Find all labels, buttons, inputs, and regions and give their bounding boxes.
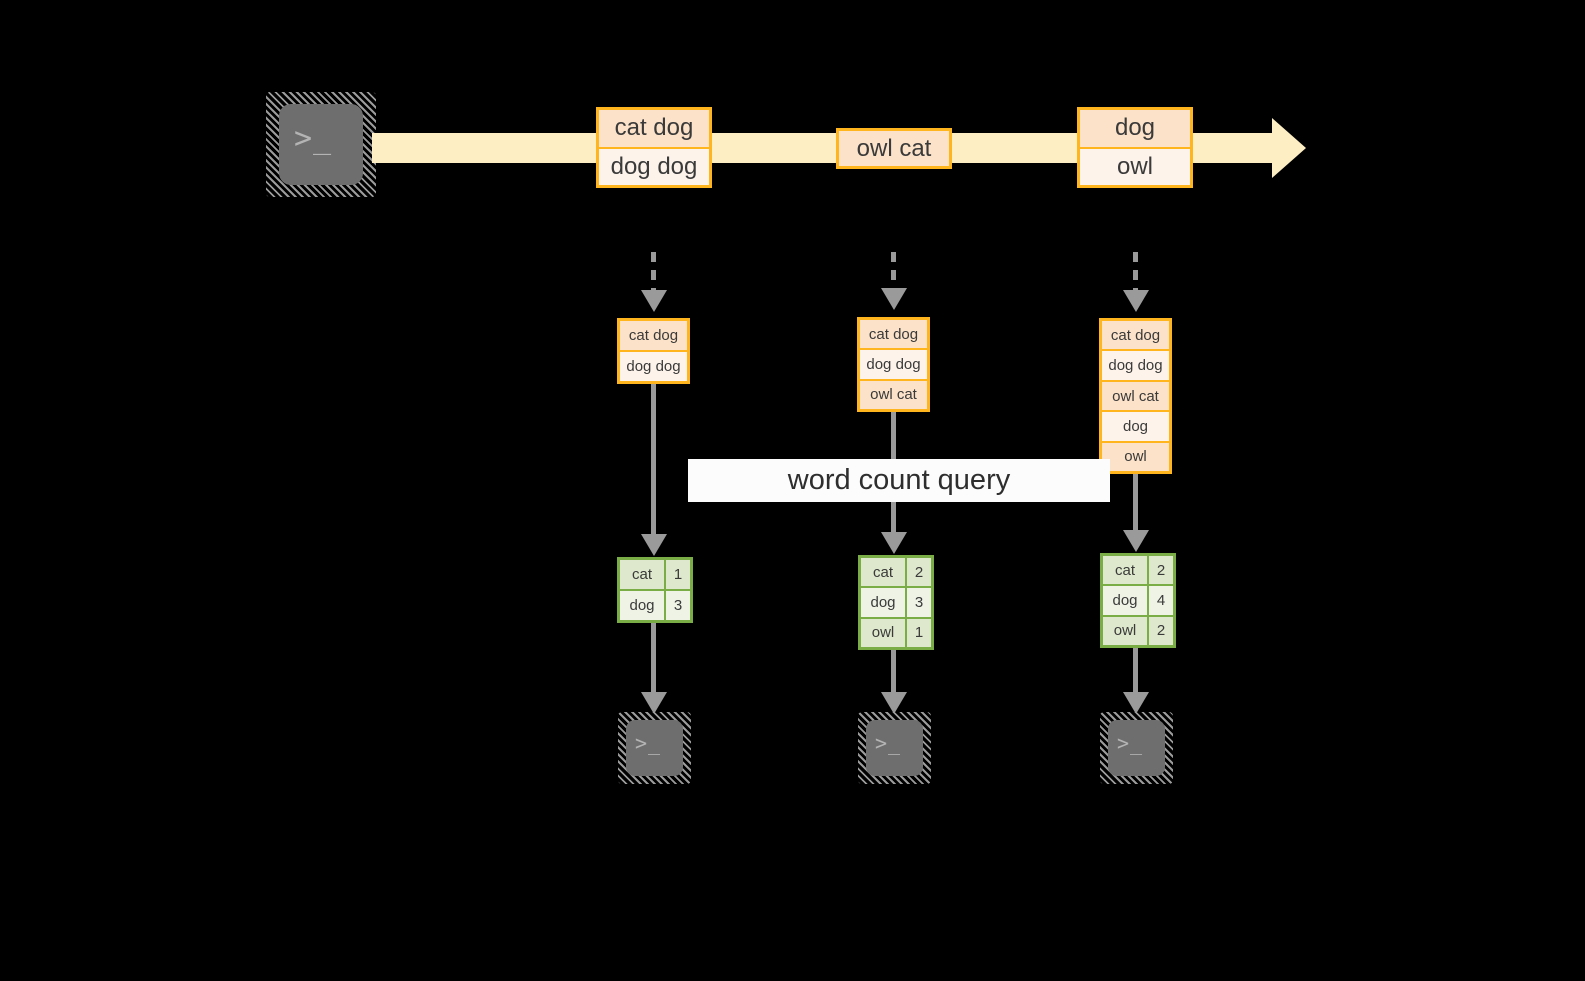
snapshot-2-sink-terminal-icon: >_ [858, 712, 931, 784]
input-line: dog dog [1102, 349, 1169, 380]
result-count: 2 [1147, 556, 1173, 585]
snapshot-2-query-connector-arrowhead [881, 532, 907, 554]
stream-arrowhead [1272, 118, 1306, 178]
stream-record-group-2: owl cat [836, 128, 952, 169]
input-line: owl cat [1102, 379, 1169, 411]
snapshot-2-sink-connector-arrowhead [881, 692, 907, 714]
result-count: 1 [664, 560, 690, 589]
input-line: owl [1102, 440, 1169, 472]
terminal-body [279, 104, 363, 185]
terminal-body [626, 720, 683, 776]
snapshot-3-query-connector [1133, 474, 1138, 546]
table-row: owl 1 [861, 616, 931, 647]
snapshot-2-stream-connector-arrowhead [881, 288, 907, 310]
snapshot-3-input-table: cat dog dog dog owl cat dog owl [1099, 318, 1172, 474]
result-word: cat [861, 558, 905, 587]
result-word: owl [861, 618, 905, 647]
snapshot-3-query-connector-arrowhead [1123, 530, 1149, 552]
table-row: cat 1 [620, 560, 690, 589]
snapshot-1-sink-terminal-icon: >_ [618, 712, 691, 784]
snapshot-3-result-table: cat 2 dog 4 owl 2 [1100, 553, 1176, 648]
table-row: dog 4 [1103, 584, 1173, 615]
stream-record-group-1: cat dog dog dog [596, 107, 712, 188]
terminal-body [1108, 720, 1165, 776]
snapshot-2-stream-connector [891, 252, 896, 292]
input-line: dog dog [860, 348, 927, 379]
input-line: cat dog [860, 320, 927, 349]
result-word: dog [861, 588, 905, 617]
terminal-prompt-glyph: >_ [1117, 731, 1144, 755]
query-label: word count query [688, 459, 1110, 502]
result-count: 2 [905, 558, 931, 587]
record-line: owl [1080, 146, 1190, 185]
result-count: 2 [1147, 616, 1173, 645]
stream-record-group-3: dog owl [1077, 107, 1193, 188]
snapshot-3-sink-terminal-icon: >_ [1100, 712, 1173, 784]
snapshot-1-query-connector [651, 384, 656, 548]
result-count: 1 [905, 618, 931, 647]
input-line: owl cat [860, 378, 927, 409]
result-word: dog [1103, 586, 1147, 615]
terminal-prompt-glyph: >_ [294, 121, 333, 156]
snapshot-1-stream-connector-arrowhead [641, 290, 667, 312]
snapshot-1-result-table: cat 1 dog 3 [617, 557, 693, 623]
record-line: dog dog [599, 146, 709, 185]
input-line: dog dog [620, 350, 687, 381]
snapshot-2-result-table: cat 2 dog 3 owl 1 [858, 555, 934, 650]
snapshot-1-sink-connector [651, 623, 656, 699]
result-word: dog [620, 591, 664, 620]
snapshot-3-stream-connector-arrowhead [1123, 290, 1149, 312]
result-word: cat [1103, 556, 1147, 585]
record-line: owl cat [839, 131, 949, 166]
table-row: dog 3 [620, 589, 690, 620]
result-count: 3 [664, 591, 690, 620]
snapshot-1-sink-connector-arrowhead [641, 692, 667, 714]
table-row: owl 2 [1103, 614, 1173, 645]
snapshot-2-sink-connector [891, 650, 896, 699]
table-row: dog 3 [861, 586, 931, 617]
record-line: cat dog [599, 110, 709, 147]
input-line: cat dog [1102, 321, 1169, 350]
input-line: dog [1102, 410, 1169, 441]
result-word: owl [1103, 616, 1147, 645]
snapshot-3-stream-connector [1133, 252, 1138, 292]
terminal-prompt-glyph: >_ [635, 731, 662, 755]
terminal-body [866, 720, 923, 776]
snapshot-1-stream-connector [651, 252, 656, 292]
snapshot-3-sink-connector-arrowhead [1123, 692, 1149, 714]
result-count: 3 [905, 588, 931, 617]
source-terminal-icon: >_ [266, 92, 376, 197]
snapshot-1-query-connector-arrowhead [641, 534, 667, 556]
result-word: cat [620, 560, 664, 589]
result-count: 4 [1147, 586, 1173, 615]
snapshot-1-input-table: cat dog dog dog [617, 318, 690, 384]
input-line: cat dog [620, 321, 687, 350]
snapshot-3-sink-connector [1133, 648, 1138, 699]
table-row: cat 2 [861, 558, 931, 587]
terminal-prompt-glyph: >_ [875, 731, 902, 755]
snapshot-2-input-table: cat dog dog dog owl cat [857, 317, 930, 412]
record-line: dog [1080, 110, 1190, 147]
table-row: cat 2 [1103, 556, 1173, 585]
